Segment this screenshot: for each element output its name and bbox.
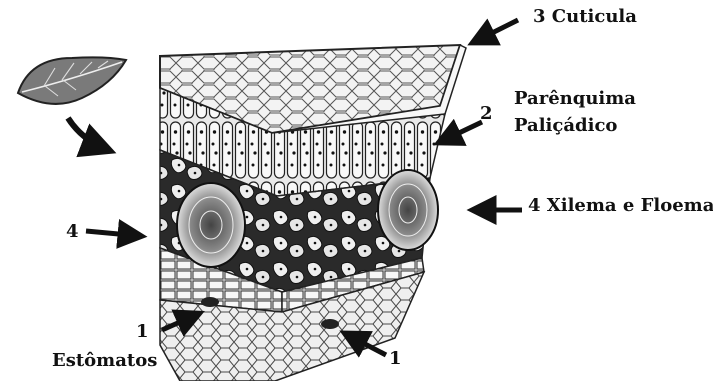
- vascular-bundle-left: [177, 183, 245, 267]
- left-number-label: 4: [66, 223, 79, 241]
- arrow-icon: [86, 231, 140, 236]
- vascular-bundle-right: [378, 170, 438, 250]
- stomata-mark-lower: [321, 319, 339, 329]
- arrow-icon: [440, 122, 482, 142]
- stomata-mark-upper: [201, 297, 219, 307]
- stomata-label: Estômatos: [52, 352, 157, 370]
- palisade-number-label: 2: [480, 105, 493, 123]
- stomata-number-lower: 1: [389, 350, 402, 368]
- arrow-icon: [68, 118, 108, 150]
- palisade-label-line2: Paliçádico: [514, 117, 617, 135]
- xylem-phloem-label: 4 Xilema e Floema: [528, 197, 713, 215]
- stomata-number-upper: 1: [136, 323, 149, 341]
- leaf-icon: [18, 57, 126, 104]
- arrow-icon: [474, 20, 518, 42]
- cuticle-label: 3 Cuticula: [533, 8, 637, 26]
- palisade-label-line1: Parênquima: [514, 90, 636, 108]
